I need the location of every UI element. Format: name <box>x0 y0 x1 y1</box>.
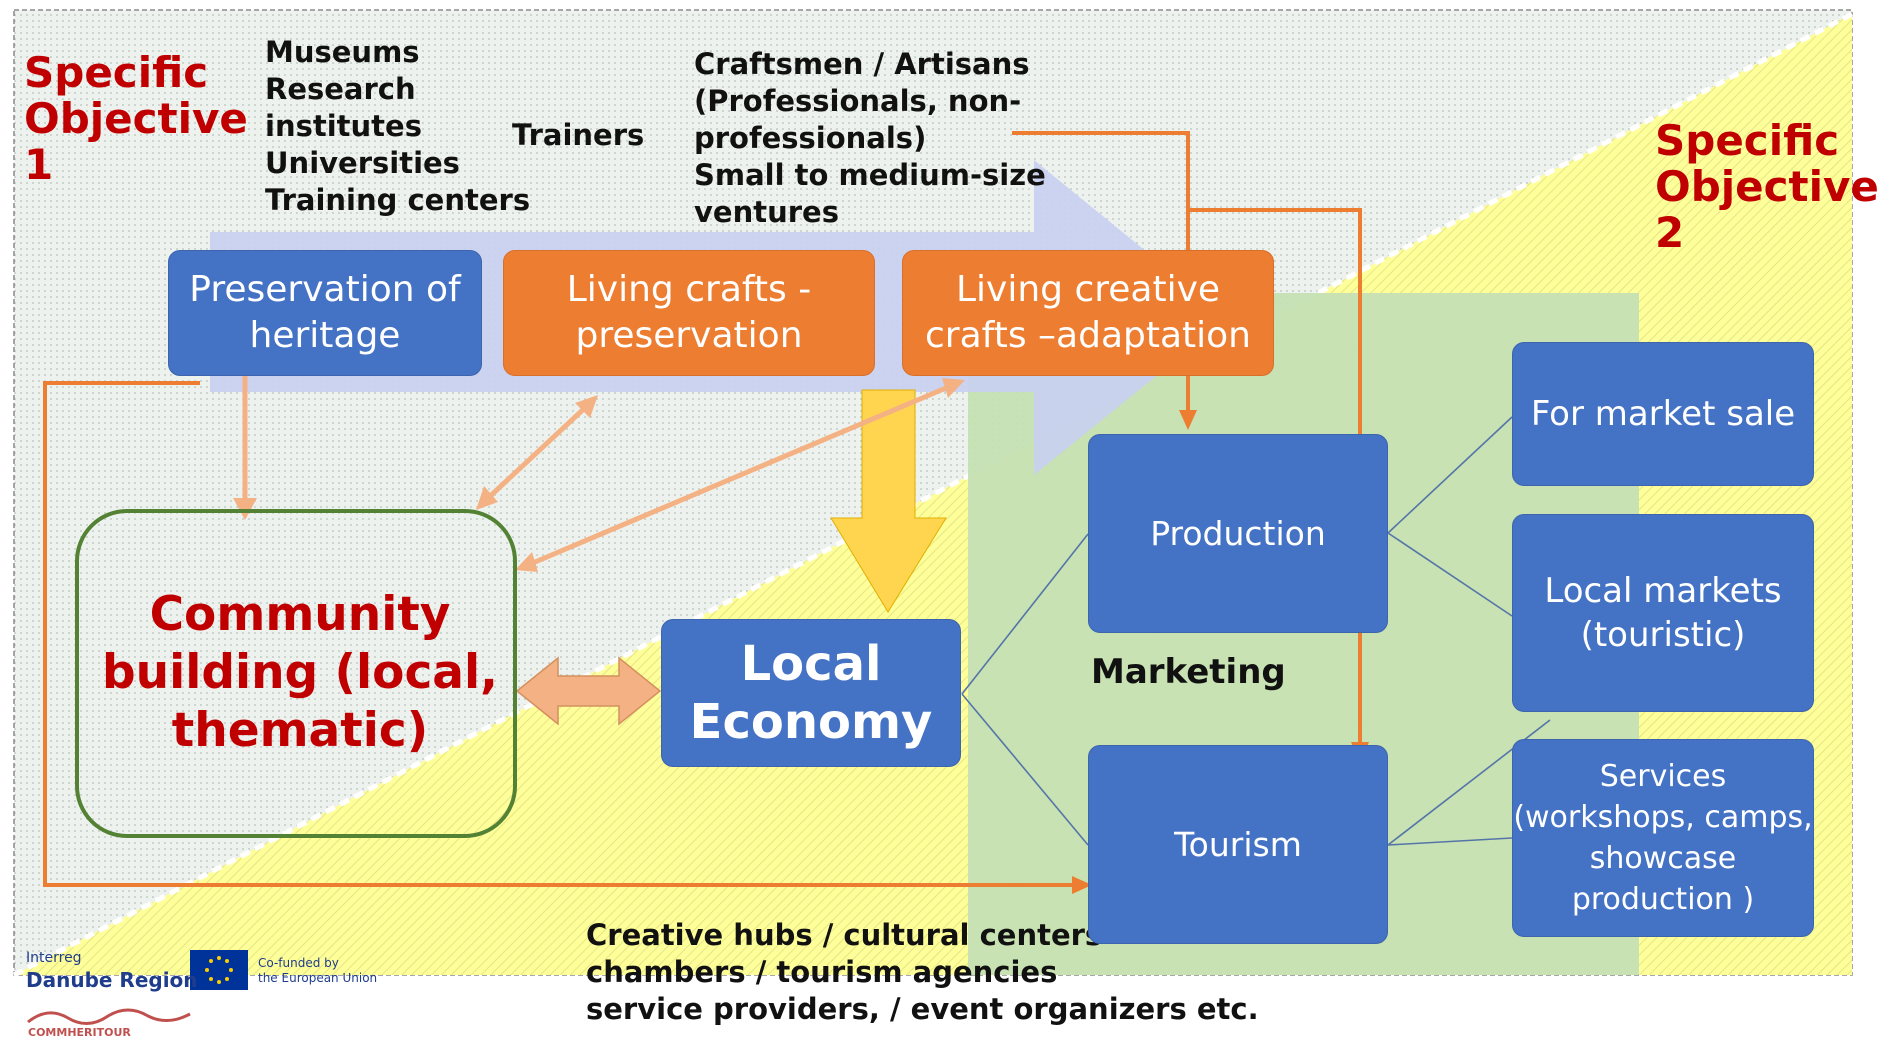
commheritour-wave-logo <box>27 1008 191 1025</box>
connector-lines <box>961 416 1551 846</box>
eu-logo-line1: Co-funded by <box>258 956 339 970</box>
specific-objective-1-label: Specific Objective 1 <box>24 48 248 189</box>
double-arrow-lines <box>242 365 954 568</box>
production-box: Production <box>1088 434 1388 633</box>
local-markets-box: Local markets (touristic) <box>1512 514 1814 712</box>
local-economy-box: Local Economy <box>661 619 961 767</box>
craftsmen-text: Craftsmen / Artisans (Professionals, non… <box>694 47 1046 229</box>
eu-logo-line2: the European Union <box>258 971 378 985</box>
trainers-text: Trainers <box>512 118 645 152</box>
marketing-label: Marketing <box>1091 652 1286 692</box>
living-crafts-box: Living crafts - preservation <box>503 250 875 376</box>
community-building-label: Community building (local, thematic) <box>102 586 498 758</box>
down-arrow <box>830 389 947 613</box>
living-creative-crafts-box: Living creative crafts –adaptation <box>902 250 1274 376</box>
market-sale-box: For market sale <box>1512 342 1814 486</box>
interreg-logo-line2: Danube Region <box>26 968 198 992</box>
interreg-logo-line1: Interreg <box>26 950 82 966</box>
community-frame <box>75 509 517 838</box>
institutions-text: Museums Research institutes Universities… <box>265 35 531 217</box>
eu-stars <box>205 956 233 984</box>
community-economy-arrow <box>515 656 662 726</box>
specific-objective-2-label: Specific Objective 2 <box>1655 116 1879 257</box>
services-box: Services (workshops, camps, showcase pro… <box>1512 739 1814 937</box>
tourism-box: Tourism <box>1088 745 1388 944</box>
objective-divider <box>12 11 1854 978</box>
preservation-heritage-box: Preservation of heritage <box>168 250 482 376</box>
hubs-text: Creative hubs / cultural centers chamber… <box>586 918 1259 1026</box>
project-logo-text: COMMHERITOUR <box>28 1026 131 1039</box>
